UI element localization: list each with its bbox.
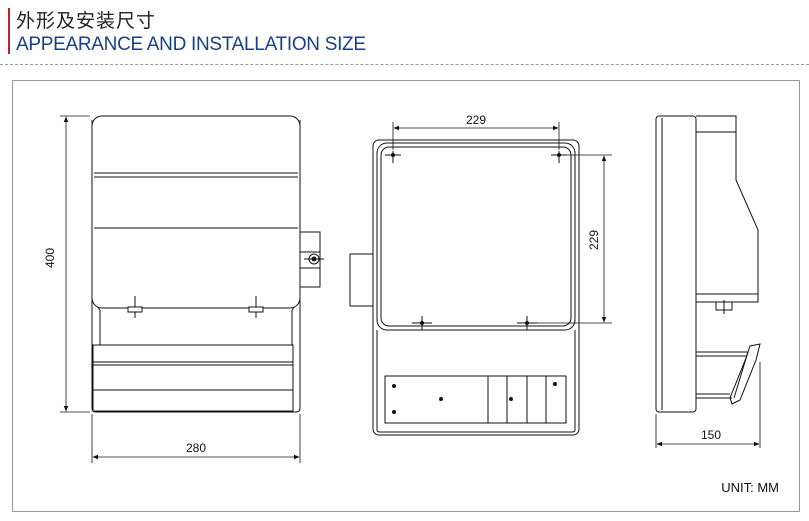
title-english: APPEARANCE AND INSTALLATION SIZE <box>16 34 366 55</box>
rear-mounting-hole-bottom-right <box>517 316 537 330</box>
dimension-rear-horizontal-label: 229 <box>466 113 486 127</box>
title-chinese: 外形及安装尺寸 <box>16 10 157 32</box>
front-terminal-cover <box>92 344 294 412</box>
dimension-rear-vertical <box>537 154 612 324</box>
dimension-front-height-label: 400 <box>43 248 57 268</box>
dimension-front-height <box>60 115 90 413</box>
header-separator <box>0 64 809 65</box>
front-lower-housing <box>91 120 301 413</box>
side-cover-profile <box>696 115 759 303</box>
front-cover-screw-left <box>127 296 143 318</box>
rear-upper-panel <box>376 142 576 331</box>
front-upper-cover <box>91 115 301 309</box>
side-body <box>655 115 697 413</box>
rear-lower-outline <box>376 330 576 433</box>
dimension-rear-vertical-label: 229 <box>587 230 601 250</box>
rear-outer-body <box>372 139 580 436</box>
rear-mounting-hole-top-left <box>385 151 401 163</box>
front-cover-screw-right <box>248 296 264 318</box>
drawing-frame <box>12 80 800 512</box>
rear-mounting-hole-top-right <box>551 151 567 163</box>
dimension-front-width-label: 280 <box>186 441 206 455</box>
rear-view <box>349 139 580 436</box>
dimension-side-depth <box>655 362 761 448</box>
side-terminal-flap <box>696 343 761 405</box>
rear-mounting-hole-bottom-left <box>412 316 432 330</box>
title-accent-bar <box>8 8 10 54</box>
dimension-rear-horizontal <box>392 122 560 150</box>
front-view <box>91 115 324 413</box>
side-view <box>655 115 761 413</box>
rear-terminal-block <box>384 375 567 424</box>
rear-upper-inner-panel <box>380 146 572 327</box>
dimension-front-width <box>91 414 301 463</box>
unit-label: UNIT: MM <box>721 480 779 495</box>
rear-mounting-tab <box>349 253 374 307</box>
dimension-side-depth-label: 150 <box>701 428 721 442</box>
